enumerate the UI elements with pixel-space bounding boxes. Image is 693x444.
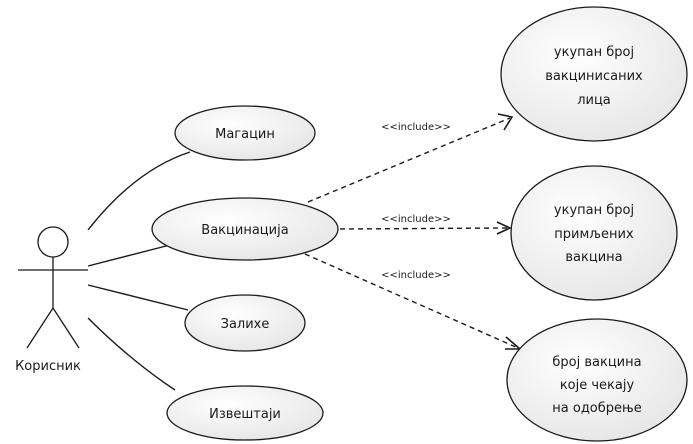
use-case-magacin[interactable]: Магацин — [174, 105, 316, 161]
use-case-vaccinated-total-line-3: лица — [577, 93, 611, 108]
use-case-pending-approval-line-1: број вакцина — [552, 355, 641, 370]
use-case-zalihe-label: Залихе — [221, 317, 270, 332]
use-case-received-total-line-1: укупан број — [554, 203, 634, 218]
include-line-bottom — [304, 253, 519, 349]
use-case-vaccinated-total-line-2: вакцинисаних — [545, 69, 643, 84]
use-case-pending-approval[interactable]: број вакцина које чекају на одобрење — [506, 318, 688, 442]
include-label-top: <<include>> — [381, 122, 451, 133]
use-case-received-total-ellipse — [510, 165, 678, 301]
use-case-received-total-line-2: примљених — [554, 227, 634, 242]
association-izvestaji — [87, 317, 176, 391]
association-magacin — [87, 151, 191, 231]
actor-label: Корисник — [15, 359, 81, 374]
actor-korisnik[interactable]: Корисник — [15, 226, 88, 374]
use-case-received-total[interactable]: укупан број примљених вакцина — [510, 165, 678, 301]
use-case-magacin-label: Магацин — [215, 127, 275, 142]
association-vakcinacija — [87, 244, 171, 267]
actor-head — [37, 226, 69, 258]
use-case-vaccinated-total[interactable]: укупан број вакцинисаних лица — [500, 6, 688, 142]
use-case-received-total-line-3: вакцина — [565, 250, 622, 265]
use-case-vaccinated-total-ellipse — [500, 6, 688, 142]
use-case-izvestaji-label: Извештаји — [209, 407, 281, 422]
use-case-izvestaji-ellipse — [166, 385, 324, 441]
association-zalihe — [87, 284, 189, 311]
actor-right-leg — [52, 307, 80, 349]
actor-left-leg — [26, 307, 54, 349]
use-case-vakcinacija-ellipse — [151, 197, 339, 261]
include-arrow-mid — [496, 221, 512, 235]
use-case-zalihe-ellipse — [184, 294, 306, 352]
use-case-vaccinated-total-line-1: укупан број — [554, 45, 634, 60]
include-label-bottom: <<include>> — [381, 270, 451, 281]
use-case-zalihe[interactable]: Залихе — [184, 294, 306, 352]
use-case-izvestaji[interactable]: Извештаји — [166, 385, 324, 441]
include-line-mid — [339, 227, 509, 230]
include-label-mid: <<include>> — [381, 214, 451, 225]
use-case-pending-approval-line-3: на одобрење — [552, 401, 641, 416]
include-arrow-top — [497, 113, 514, 131]
use-case-magacin-ellipse — [174, 105, 316, 161]
include-line-top — [307, 117, 511, 203]
use-case-vakcinacija[interactable]: Вакцинација — [151, 197, 339, 261]
use-case-pending-approval-ellipse — [506, 318, 688, 442]
use-case-vakcinacija-label: Вакцинација — [201, 223, 288, 238]
use-case-pending-approval-line-2: које чекају — [560, 378, 635, 393]
